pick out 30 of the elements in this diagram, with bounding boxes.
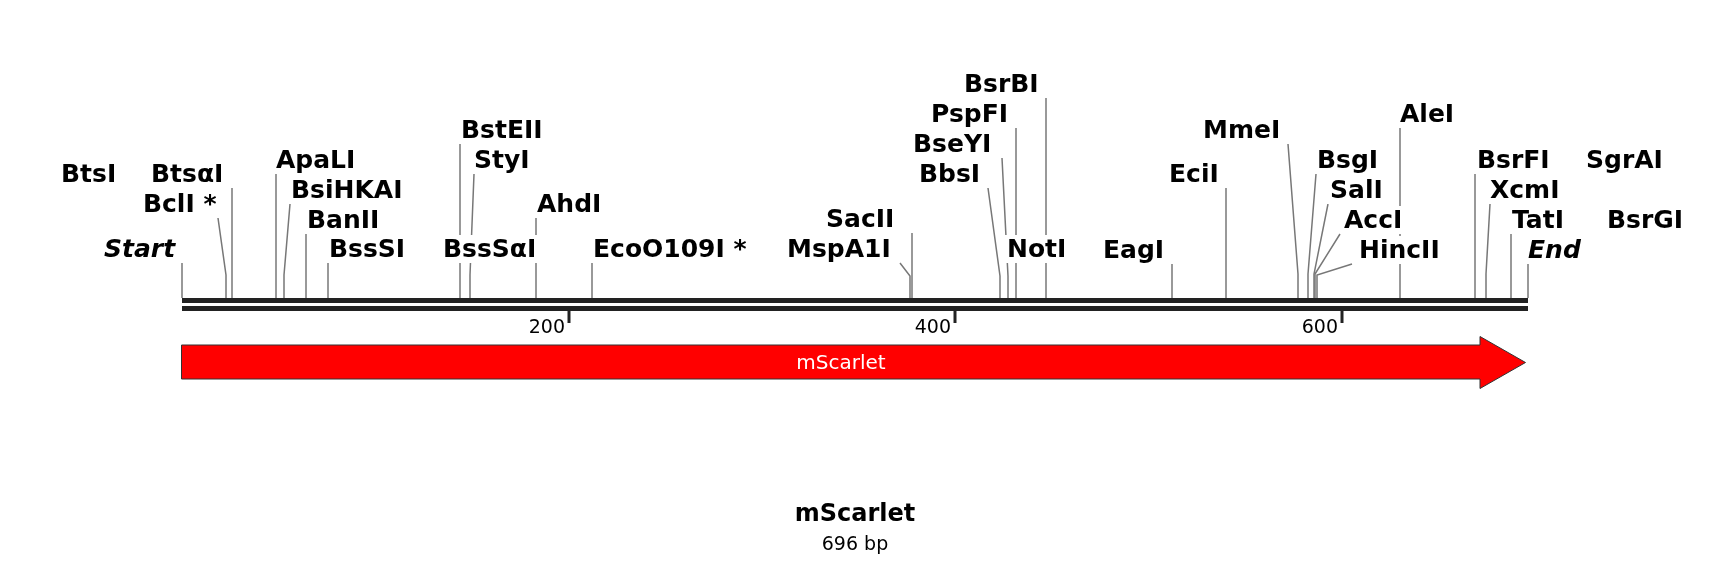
leader-line	[283, 203, 291, 299]
feature-label: mScarlet	[795, 350, 887, 374]
leader-line	[327, 262, 329, 299]
leader-line	[217, 217, 227, 299]
feature-arrow	[181, 336, 1526, 389]
leader-line	[899, 262, 911, 299]
leader-line	[231, 187, 233, 299]
leader-line	[1527, 263, 1529, 299]
dna-backbone	[182, 298, 1528, 311]
sequence-length: 696 bp	[820, 531, 890, 555]
leader-line	[1225, 187, 1227, 299]
leader-line	[1314, 233, 1341, 299]
ruler-number: 600	[1301, 315, 1338, 337]
ruler-number: 400	[914, 315, 951, 337]
leader-line	[275, 173, 277, 299]
ruler-number: 200	[528, 315, 565, 337]
leader-line	[1485, 203, 1491, 299]
leader-line	[911, 232, 913, 299]
leader-line	[1313, 203, 1329, 299]
leader-line	[987, 187, 1001, 299]
leader-line	[1510, 233, 1512, 299]
leader-line	[1316, 263, 1353, 299]
leader-line	[1287, 143, 1299, 299]
leader-line	[1474, 173, 1476, 299]
leader-line	[1307, 173, 1317, 299]
map-title: mScarlet	[793, 498, 917, 528]
leader-line	[305, 233, 307, 299]
leader-line	[591, 262, 593, 299]
leader-line	[1171, 263, 1173, 299]
leader-line	[181, 262, 183, 299]
